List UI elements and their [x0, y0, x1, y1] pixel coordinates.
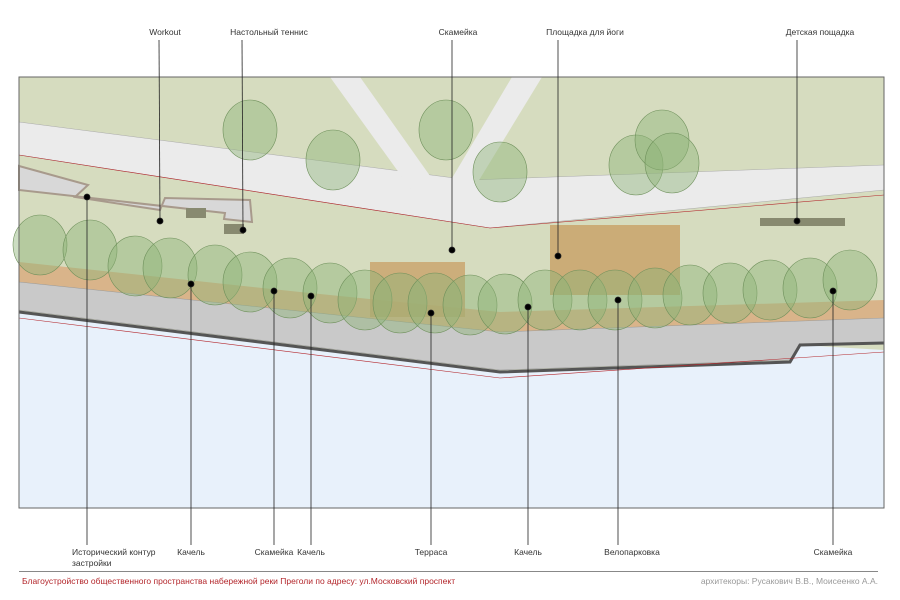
tree-canopy	[472, 141, 528, 203]
label-yoga: Площадка для йоги	[546, 27, 624, 37]
tree-canopy	[302, 262, 358, 324]
tree-canopy	[62, 219, 118, 281]
tree-canopy	[662, 264, 718, 326]
label-swing-2: Качель	[297, 547, 325, 557]
leader-dot	[524, 303, 532, 311]
tree-canopy	[644, 132, 700, 194]
tree-canopy	[822, 249, 878, 311]
label-table-tennis: Настольный теннис	[230, 27, 308, 37]
label-historic-contour: Исторический контур	[72, 547, 156, 557]
leader-dot	[270, 287, 278, 295]
workout-equipment	[186, 208, 206, 218]
tree-canopy	[222, 251, 278, 313]
leader-dot	[239, 226, 247, 234]
tree-canopy	[12, 214, 68, 276]
boundary-line	[18, 154, 885, 229]
tree-canopy	[418, 99, 474, 161]
leader-dot	[427, 309, 435, 317]
promenade-strip	[19, 262, 884, 332]
leader-dot	[83, 193, 91, 201]
label-swing-3: Качель	[514, 547, 542, 557]
table-tennis	[224, 224, 244, 234]
label-bike-parking: Велопарковка	[604, 547, 660, 557]
leader-dot	[187, 280, 195, 288]
path-diagonal-left	[330, 77, 440, 195]
tree-canopy	[517, 269, 573, 331]
tree-canopy	[702, 262, 758, 324]
leader-dot	[554, 252, 562, 260]
tree-canopy	[372, 272, 428, 334]
footer-divider	[19, 571, 878, 572]
terrace-deck	[370, 262, 465, 317]
label-terrace: Терраса	[414, 547, 448, 557]
tree-canopy	[442, 274, 498, 336]
plan-frame	[18, 76, 885, 509]
river-edge	[18, 310, 885, 374]
label-swing-1: Качель	[177, 547, 205, 557]
tree-canopy	[187, 244, 243, 306]
leader-line	[241, 39, 244, 231]
tree-canopy	[305, 129, 361, 191]
leader-dot	[614, 296, 622, 304]
tree-canopy	[262, 257, 318, 319]
playground-equipment	[760, 218, 845, 226]
authors: архитекоры: Русакович В.В., Моисеенко А.…	[700, 576, 878, 586]
leader-dot	[448, 246, 456, 254]
leader-dot	[829, 287, 837, 295]
project-title: Благоустройство общественного пространст…	[22, 576, 456, 586]
tree-canopy	[407, 272, 463, 334]
river-boundary	[18, 317, 885, 379]
label-playground: Детская пощадка	[785, 27, 855, 37]
path-diagonal-right	[445, 77, 542, 195]
tree-canopy	[477, 273, 533, 335]
label-workout: Workout	[149, 27, 181, 37]
leader-dot	[793, 217, 801, 225]
tree-canopy	[142, 237, 198, 299]
leader-line	[158, 39, 161, 222]
label-bench-2: Скамейка	[813, 547, 853, 557]
trees	[12, 99, 878, 336]
leader-dot	[307, 292, 315, 300]
yoga-platform	[550, 225, 680, 295]
label-bench-1: Скамейка	[254, 547, 294, 557]
tree-canopy	[107, 235, 163, 297]
label-bench-top: Скамейка	[438, 27, 478, 37]
label-historic-contour-2: застройки	[72, 558, 112, 568]
tree-canopy	[222, 99, 278, 161]
tree-canopy	[742, 259, 798, 321]
tree-canopy	[552, 269, 608, 331]
leader-dot	[156, 217, 164, 225]
